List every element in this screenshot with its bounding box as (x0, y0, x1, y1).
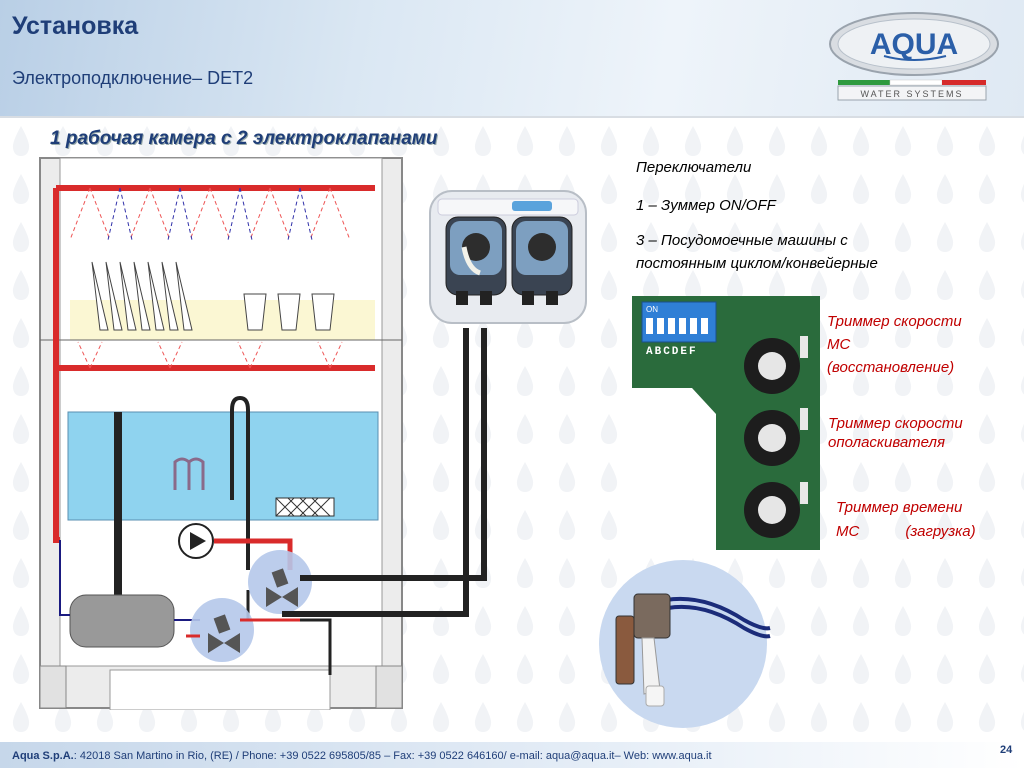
page-number: 24 (1000, 744, 1013, 756)
trimmer-1-label: Триммер скорости МС (восстановление) (827, 310, 962, 379)
spray-top (69, 187, 351, 241)
logo-tagline: WATER SYSTEMS (860, 89, 963, 99)
footer-company: Aqua S.p.A. (12, 750, 74, 762)
page-subtitle: Электроподключение– DET2 (12, 68, 254, 88)
trimmer-2-line-b: ополаскивателя (828, 434, 945, 451)
switch-3-desc-a: 3 – Посудомоечные машины с (636, 232, 848, 249)
trimmer-2-line-a: Триммер скорости (828, 415, 963, 432)
dosing-pump-det2 (429, 190, 587, 324)
trimmer-1-line-a: Триммер скорости (827, 313, 962, 330)
footer-bar: Aqua S.p.A.: 42018 San Martino in Rio, (… (0, 742, 1024, 768)
dosing-tube-2 (300, 328, 487, 581)
footer-contact-text: : 42018 San Martino in Rio, (RE) / Phone… (73, 750, 712, 762)
footer-contact: Aqua S.p.A.: 42018 San Martino in Rio, (… (12, 750, 712, 762)
heater-element (173, 457, 205, 490)
wash-pipe (53, 185, 375, 395)
glasses (243, 293, 335, 331)
trimmer-2-label: Триммер скорости ополаскивателя (828, 414, 963, 452)
solenoid-valve-photo (599, 560, 771, 728)
page-title: Установка (12, 12, 139, 40)
trimmer-3-line-b: МС (загрузка) (836, 520, 976, 544)
switch-3-desc-b: постоянным циклом/конвейерные (636, 255, 878, 272)
trimmer-3-mc: МС (836, 523, 860, 540)
slide-heading: 1 рабочая камера с 2 электроклапанами (50, 128, 438, 149)
header-divider (0, 116, 1024, 118)
dosing-tube-1 (282, 328, 469, 617)
trimmer-1-line-b: МС (827, 336, 851, 353)
control-board-photo: ON ABCDEF (632, 296, 820, 550)
switch-1-desc: 1 – Зуммер ON/OFF (636, 197, 776, 214)
filter (275, 497, 335, 517)
boiler (69, 594, 175, 648)
switches-title: Переключатели (636, 159, 752, 176)
dip-letters: ABCDEF (646, 346, 698, 358)
trimmer-3-line-a: Триммер времени (836, 499, 963, 516)
trimmer-3-load: (загрузка) (905, 523, 976, 540)
aqua-logo: AQUA WATER SYSTEMS (829, 12, 999, 101)
dip-on-label: ON (646, 305, 658, 314)
trimmer-knobs (744, 338, 800, 538)
trimmer-3-label: Триммер времени МС (загрузка) (836, 496, 976, 544)
dishwasher-diagram (39, 157, 487, 710)
trimmer-1-line-c: (восстановление) (827, 359, 955, 376)
dishes (91, 261, 193, 331)
